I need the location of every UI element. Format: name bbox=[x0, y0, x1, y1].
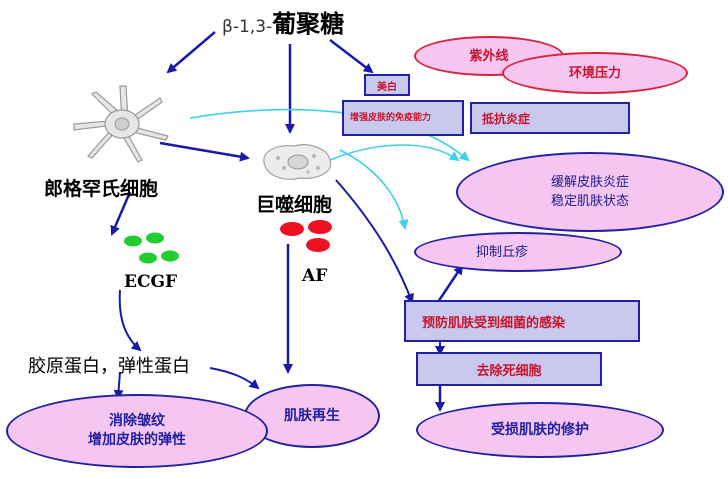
outcome-suppress-rash: 抑制丘疹 bbox=[414, 232, 622, 272]
ecgf-dots-icon bbox=[124, 232, 179, 264]
cyan-arrow-macrophage-to-soothe bbox=[329, 144, 460, 162]
arrow-langerhans-to-ecgf bbox=[110, 191, 132, 236]
outcome-wrinkles-line2: 增加皮肤的弹性 bbox=[88, 432, 186, 448]
box-prevent-infection: 预防肌肤受到细菌的感染 bbox=[404, 300, 640, 342]
glucan-prefix: β-1,3- bbox=[222, 17, 273, 37]
langerhans-label: 郎格罕氏细胞 bbox=[44, 178, 159, 200]
arrow-langerhans-to-macrophage bbox=[159, 141, 250, 162]
af-label: AF bbox=[302, 266, 328, 286]
box-whitening: 美白 bbox=[364, 74, 410, 96]
box-remove-dead-cells: 去除死细胞 bbox=[416, 352, 602, 386]
outcome-wrinkles-line1: 消除皱纹 bbox=[109, 413, 165, 429]
box-immunity: 增强皮肤的免疫能力 bbox=[342, 100, 464, 136]
glucan-main: 葡聚糖 bbox=[272, 10, 345, 38]
box-anti-inflammation: 抵抗炎症 bbox=[470, 102, 630, 134]
arrow-collagen-to-regeneration bbox=[209, 367, 260, 390]
stressor-uv-label: 紫外线 bbox=[469, 48, 509, 64]
arrow-macrophage-to-infection bbox=[335, 179, 414, 304]
box-prevent-infection-label: 预防肌肤受到细菌的感染 bbox=[422, 315, 566, 331]
box-immunity-label: 增强皮肤的免疫能力 bbox=[350, 112, 432, 123]
outcome-wrinkles: 消除皱纹 增加皮肤的弹性 bbox=[6, 394, 268, 468]
arrow-glucan-to-langerhans bbox=[166, 31, 216, 74]
stressor-environment-label: 环境压力 bbox=[568, 65, 621, 81]
outcome-repair-label: 受损肌肤的修护 bbox=[491, 421, 589, 438]
outcome-soothe-line2: 稳定肌肤状态 bbox=[550, 194, 629, 209]
stressor-environment: 环境压力 bbox=[502, 52, 688, 94]
cyan-arrow-macrophage-to-rash bbox=[339, 149, 409, 230]
outcome-repair: 受损肌肤的修护 bbox=[416, 402, 664, 458]
macrophage-label: 巨噬细胞 bbox=[256, 194, 333, 216]
outcome-soothe-line1: 缓解皮肤炎症 bbox=[550, 175, 629, 190]
box-whitening-label: 美白 bbox=[377, 81, 397, 93]
outcome-soothe: 缓解皮肤炎症 稳定肌肤状态 bbox=[456, 152, 724, 232]
collagen-label: 胶原蛋白，弹性蛋白 bbox=[28, 356, 190, 377]
outcome-skin-regeneration-label: 肌肤再生 bbox=[284, 407, 340, 424]
arrow-ecgf-to-collagen bbox=[118, 289, 142, 352]
af-dots-icon bbox=[280, 220, 332, 252]
outcome-suppress-rash-label: 抑制丘疹 bbox=[476, 244, 529, 260]
langerhans-cell-icon bbox=[73, 85, 169, 163]
glucan-label: β-1,3-葡聚糖 bbox=[222, 4, 344, 39]
macrophage-cell-icon bbox=[263, 144, 332, 180]
box-remove-dead-cells-label: 去除死细胞 bbox=[476, 363, 542, 379]
box-anti-inflammation-label: 抵抗炎症 bbox=[482, 111, 531, 126]
ecgf-label: ECGF bbox=[124, 272, 178, 292]
arrow-glucan-to-whitening bbox=[329, 39, 374, 74]
arrow-infection-to-rash bbox=[436, 264, 464, 303]
outcome-skin-regeneration: 肌肤再生 bbox=[244, 384, 380, 448]
